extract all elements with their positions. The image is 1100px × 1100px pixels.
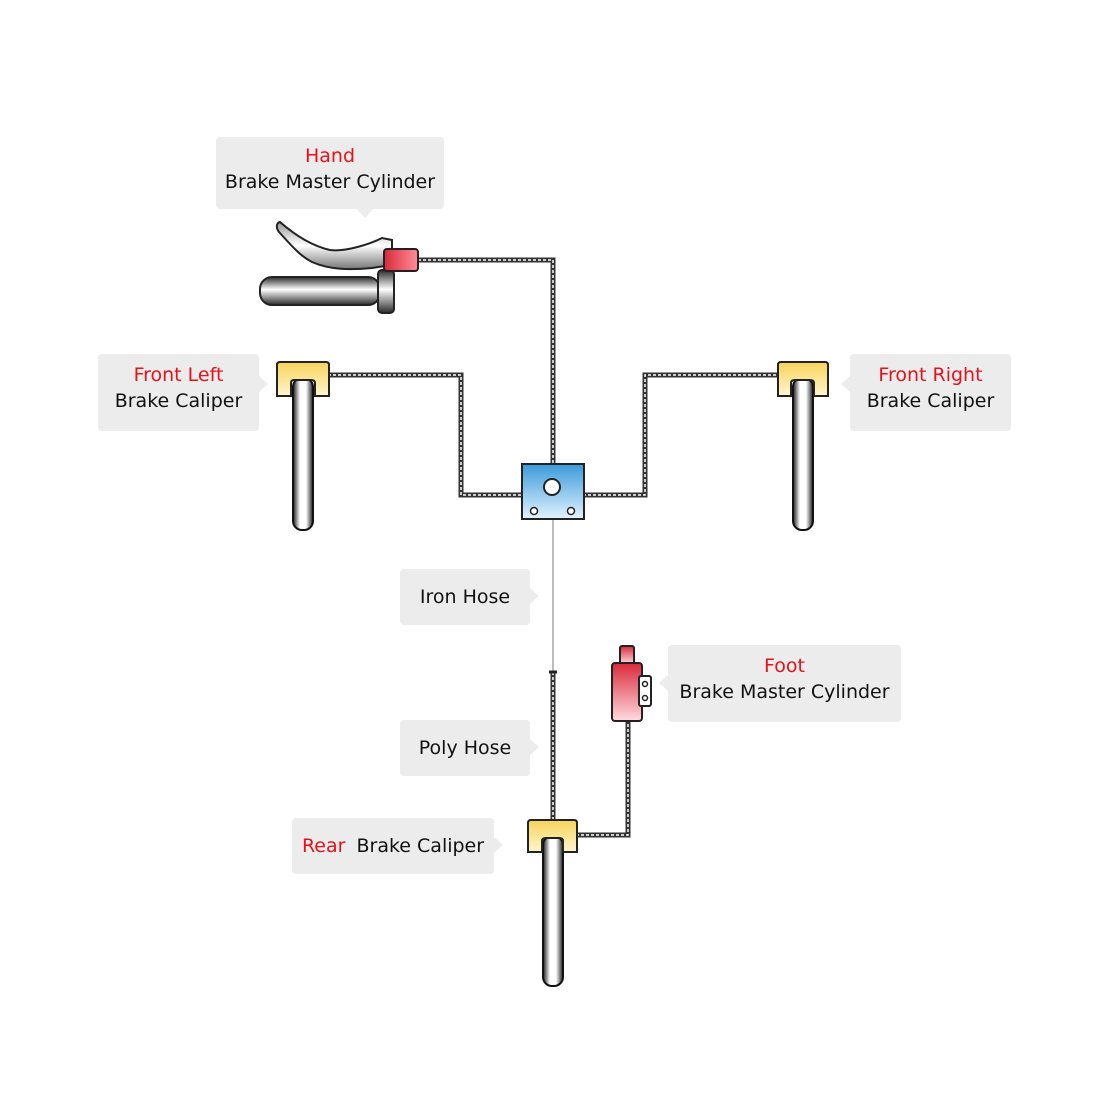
front-right-caliper-callout: Front Right Brake Caliper	[841, 354, 1011, 431]
foot-label-text: Brake Master Cylinder	[679, 681, 890, 703]
foot-label: Foot	[764, 655, 805, 677]
brake-caliper-icon	[527, 819, 578, 853]
poly-hose-label: Poly Hose	[418, 737, 512, 759]
brake-caliper-icon	[777, 361, 829, 397]
rear-label: Rear	[301, 835, 346, 857]
tire-icon	[542, 835, 564, 987]
front-left-label: Front Left	[133, 364, 224, 386]
front-left-caliper-callout: Front Left Brake Caliper	[98, 354, 268, 431]
tire-icon	[292, 377, 314, 531]
foot-master-cylinder-callout: Foot Brake Master Cylinder	[659, 645, 901, 722]
rear-wheel	[527, 819, 578, 987]
distributor-block-icon	[521, 463, 585, 520]
brake-lines	[328, 257, 778, 838]
front-left-wheel	[276, 361, 330, 531]
rear-caliper-callout: Rear Brake Caliper	[292, 818, 503, 874]
iron-hose-callout: Iron Hose	[400, 569, 539, 625]
hand-label-text: Brake Master Cylinder	[224, 171, 436, 193]
line-front-left	[328, 372, 523, 498]
line-foot-to-rear	[576, 722, 631, 838]
foot-master-cylinder-icon	[611, 645, 652, 722]
front-right-label: Front Right	[878, 364, 983, 386]
front-right-wheel	[777, 361, 829, 531]
hand-label: Hand	[304, 145, 356, 167]
poly-hose-callout: Poly Hose	[400, 720, 539, 776]
front-right-label-text: Brake Caliper	[866, 390, 995, 412]
hand-master-cylinder-callout: Hand Brake Master Cylinder	[216, 137, 444, 218]
rear-label-text: Brake Caliper	[356, 835, 485, 857]
line-front-right	[583, 372, 778, 498]
hand-brake-lever-icon	[259, 220, 419, 314]
iron-hose-label: Iron Hose	[419, 586, 511, 608]
line-hand-to-distributor	[418, 257, 556, 465]
front-left-label-text: Brake Caliper	[114, 390, 243, 412]
tire-icon	[792, 377, 814, 531]
brake-caliper-icon	[276, 361, 330, 397]
